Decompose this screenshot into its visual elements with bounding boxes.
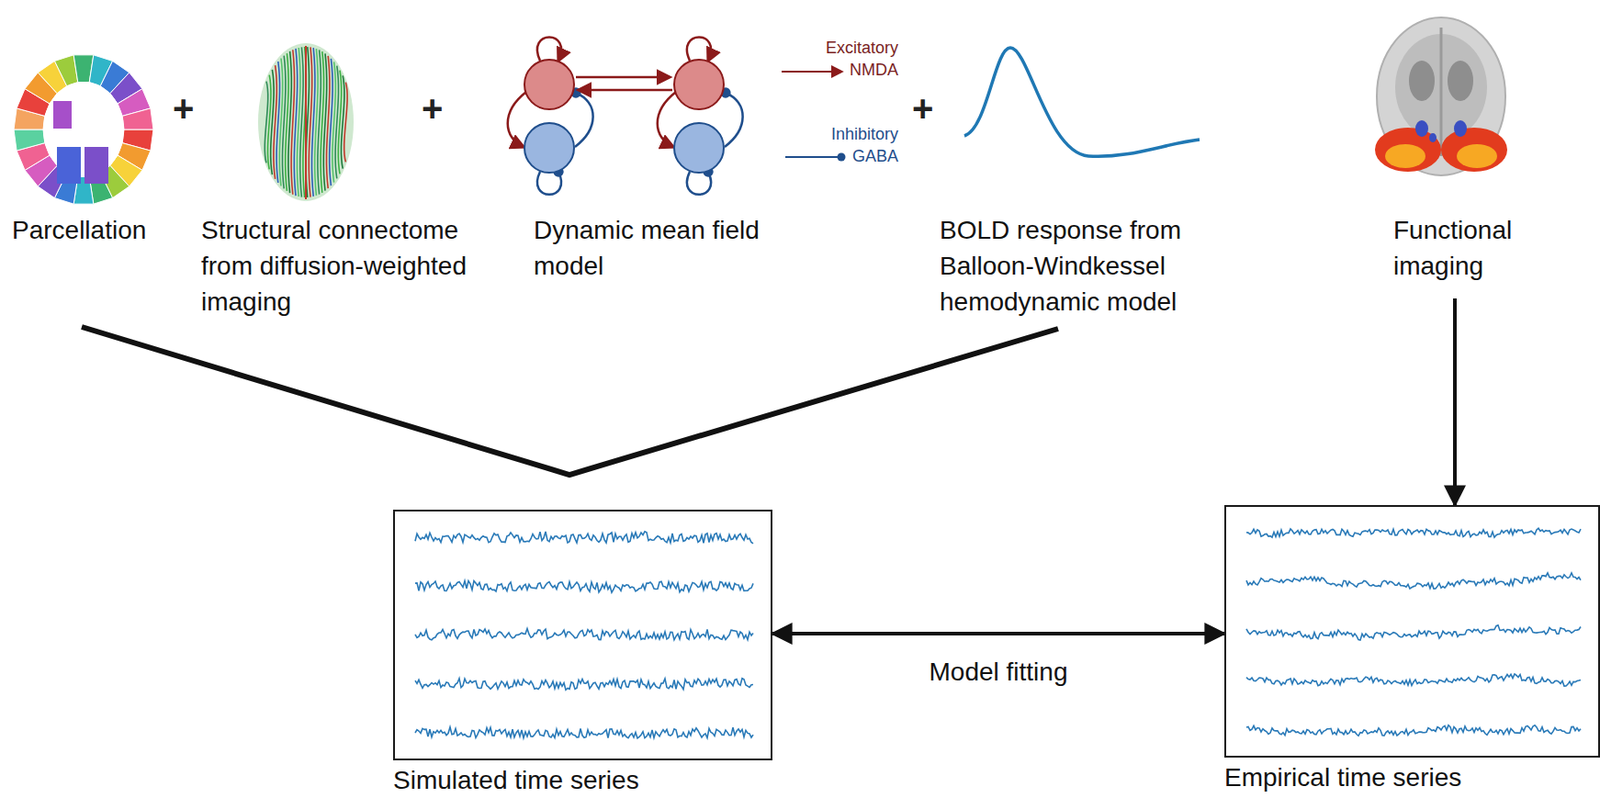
parcel	[84, 146, 109, 184]
merge-bracket	[81, 326, 1059, 475]
signal-trace	[1246, 528, 1581, 538]
signal-trace	[1246, 725, 1581, 737]
plus-sign: +	[421, 90, 443, 127]
key-label: Excitatory NMDA	[806, 36, 899, 81]
connectome-tracts	[258, 43, 354, 202]
brain-outline	[258, 43, 354, 202]
parcel	[53, 101, 72, 129]
parcel-center	[43, 81, 124, 178]
tract	[304, 45, 307, 200]
population-pair	[657, 37, 744, 195]
box-caption: Empirical time series	[1224, 763, 1462, 793]
coupling-arrow	[575, 76, 670, 79]
time-series-traces	[415, 528, 1581, 739]
component-caption: Parcellation	[11, 212, 151, 248]
component-caption: Dynamic mean field model	[533, 212, 764, 284]
parcel	[122, 108, 154, 130]
bold-curve	[964, 47, 1200, 157]
plus-sign: +	[172, 90, 194, 127]
inhibitory-key	[785, 156, 842, 158]
signal-trace	[415, 629, 754, 641]
key-label: Inhibitory GABA	[806, 123, 899, 168]
tract	[344, 82, 348, 163]
signal-trace	[1246, 625, 1581, 641]
parcellation-brain	[13, 55, 154, 204]
excitatory-key	[781, 70, 842, 73]
time-series-box: Empirical time series	[1224, 505, 1600, 758]
signal-trace	[415, 678, 754, 691]
caption-text: Parcellation	[11, 212, 151, 248]
caption-text: Dynamic mean field model	[533, 212, 764, 284]
plus-sign: +	[912, 90, 934, 127]
caption-text: Functional imaging	[1393, 212, 1517, 284]
component-caption: Structural connectome from diffusion-wei…	[201, 212, 471, 320]
signal-trace	[1246, 573, 1581, 589]
edge-label: Model fitting	[925, 657, 1072, 688]
time-series-box: Simulated time series	[393, 509, 773, 761]
functional-brain	[1374, 17, 1508, 176]
mean-field-diagram	[507, 37, 842, 195]
caption-text: Structural connectome from diffusion-wei…	[201, 212, 471, 320]
connector	[772, 631, 1225, 636]
parcel	[13, 129, 46, 151]
caption-text: BOLD response from Balloon-Windkessel he…	[939, 212, 1185, 320]
signal-trace	[415, 531, 754, 544]
parcel	[56, 146, 81, 184]
population-pair	[507, 37, 594, 195]
coupling-arrow	[578, 89, 673, 92]
signal-trace	[415, 727, 754, 739]
box-caption: Simulated time series	[393, 766, 640, 796]
component-caption: Functional imaging	[1393, 212, 1517, 284]
connector	[1453, 298, 1457, 506]
signal-trace	[1246, 674, 1581, 687]
component-caption: BOLD response from Balloon-Windkessel he…	[939, 212, 1185, 320]
signal-trace	[415, 581, 754, 594]
